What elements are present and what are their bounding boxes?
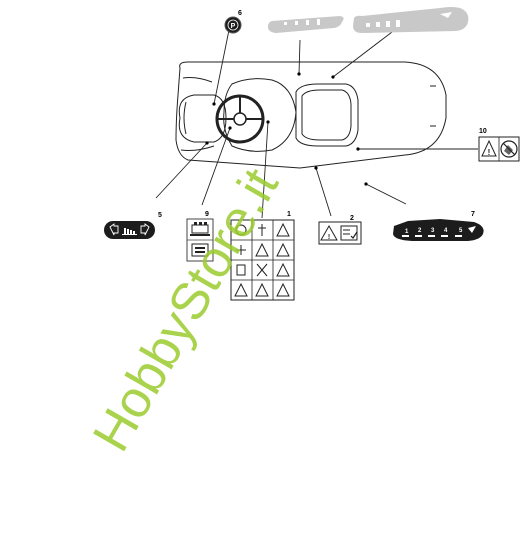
- warning-triangle-icon: [481, 139, 497, 157]
- hood-panel-inner: [301, 89, 352, 141]
- tractor-top-view: [175, 61, 447, 169]
- warning-icon: [234, 282, 248, 297]
- exclamation-icon: !: [328, 234, 330, 241]
- throttle-decal-faded: [268, 16, 344, 33]
- leader-9: [201, 127, 231, 206]
- warning-decal-2: !: [318, 221, 362, 245]
- crossed-icon: [236, 245, 246, 255]
- hare-shape: [440, 12, 452, 18]
- speed-range-decal-faded: [353, 7, 469, 33]
- callout-7: 7: [471, 211, 475, 218]
- manual-icon: [191, 243, 209, 257]
- rear-fender-line-lower: [180, 145, 215, 151]
- callout-10: 10: [479, 128, 487, 135]
- read-manual-icon: [235, 224, 247, 236]
- callout-2: 2: [350, 215, 354, 222]
- parking-symbol: P: [231, 23, 236, 30]
- leader-5: [155, 142, 208, 199]
- steering-wheel: [215, 94, 265, 144]
- callout-1: 1: [287, 211, 291, 218]
- leader-label-top-right: [332, 31, 393, 78]
- leader-2: [315, 167, 332, 217]
- prohibited-icon: [500, 140, 518, 158]
- arrow-left-icon: [109, 223, 119, 236]
- leader-dots: [205, 72, 368, 186]
- warning-icon: [276, 242, 290, 257]
- gear-selector-decal: 1 2 3 4 5: [393, 219, 484, 241]
- height-bars-icon: [122, 228, 137, 235]
- tractor-body-outline: [175, 61, 447, 169]
- person-icon: [258, 224, 266, 236]
- warning-icon: [255, 242, 269, 257]
- console-outline: [223, 78, 297, 152]
- throttle-decal-shape: [268, 16, 344, 33]
- leader-1: [261, 121, 269, 219]
- leader-label-top-left: [298, 39, 301, 75]
- gear-label-1: 1: [405, 229, 409, 235]
- leader-7: [365, 183, 407, 205]
- leader-6: [213, 29, 230, 105]
- engine-icon: [190, 222, 210, 236]
- gear-label-3: 3: [431, 228, 435, 234]
- warning-icon: [276, 262, 290, 277]
- leader-lines: [155, 29, 478, 219]
- parking-brake-decal: P: [224, 16, 242, 34]
- warning-icon: [255, 282, 269, 297]
- warning-icon: [276, 222, 290, 237]
- speed-decal-shape: [353, 7, 469, 33]
- fuel-decal-9: [186, 218, 214, 262]
- seat-back: [183, 101, 187, 135]
- gear-label-2: 2: [418, 228, 422, 234]
- hood-panel: [295, 83, 359, 147]
- gear-label-5: 5: [459, 228, 463, 234]
- safety-decal-grid: [230, 219, 295, 301]
- warning-icon: [276, 282, 290, 297]
- watermark: HobbyStore.it: [82, 159, 290, 461]
- exclamation-icon: !: [488, 148, 491, 157]
- prohibited-icon: [256, 263, 268, 277]
- warning-decal-10: !: [478, 136, 520, 162]
- gear-label-4: 4: [444, 228, 448, 234]
- warning-triangle-icon: [320, 224, 338, 241]
- callout-numbers: 6 10 5 9 1 2 7: [158, 10, 487, 222]
- fuel-can-icon: [236, 264, 246, 276]
- callout-6: 6: [238, 10, 242, 17]
- callout-9: 9: [205, 211, 209, 218]
- callout-5: 5: [158, 212, 162, 219]
- hare-icon: [468, 226, 476, 233]
- arrow-right-icon: [140, 223, 150, 236]
- lift-lever-decal: [104, 221, 155, 239]
- rear-fender-line: [182, 77, 213, 83]
